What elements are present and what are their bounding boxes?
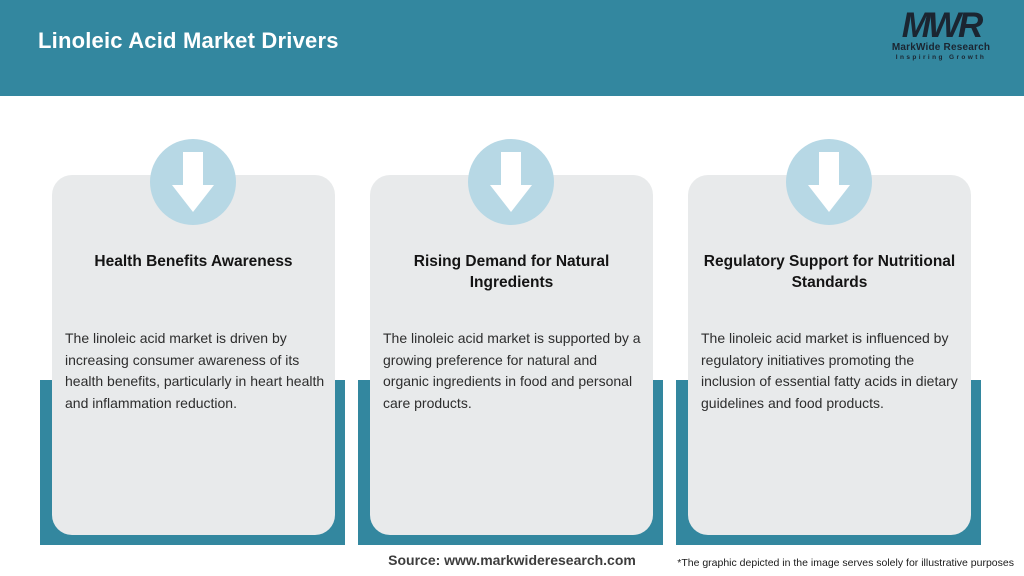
card-body-text: The linoleic acid market is supported by… <box>383 330 641 411</box>
arrow-down-circle-icon <box>786 139 872 225</box>
disclaimer-text: *The graphic depicted in the image serve… <box>677 557 1014 569</box>
driver-card: Regulatory Support for Nutritional Stand… <box>688 175 971 535</box>
card-heading: Rising Demand for Natural Ingredients <box>413 253 610 291</box>
arrow-down-icon <box>172 152 214 212</box>
page-title: Linoleic Acid Market Drivers <box>38 28 339 53</box>
header-bar: Linoleic Acid Market Drivers MWR MarkWid… <box>0 0 1024 96</box>
brand-logo: MWR MarkWide Research Inspiring Growth <box>876 6 1006 61</box>
card-heading: Regulatory Support for Nutritional Stand… <box>703 253 956 291</box>
source-text: Source: www.markwideresearch.com <box>388 552 636 568</box>
driver-card: Health Benefits Awareness The linoleic a… <box>52 175 335 535</box>
card-body-text: The linoleic acid market is influenced b… <box>701 330 958 411</box>
card-body-text: The linoleic acid market is driven by in… <box>65 330 325 411</box>
logo-acronym: MWR <box>901 6 983 45</box>
card-heading: Health Benefits Awareness <box>94 253 293 270</box>
arrow-down-circle-icon <box>468 139 554 225</box>
arrow-down-icon <box>808 152 850 212</box>
driver-card: Rising Demand for Natural Ingredients Th… <box>370 175 653 535</box>
logo-tagline: Inspiring Growth <box>895 54 987 61</box>
logo-name: MarkWide Research <box>891 42 991 53</box>
arrow-down-circle-icon <box>150 139 236 225</box>
arrow-down-icon <box>490 152 532 212</box>
